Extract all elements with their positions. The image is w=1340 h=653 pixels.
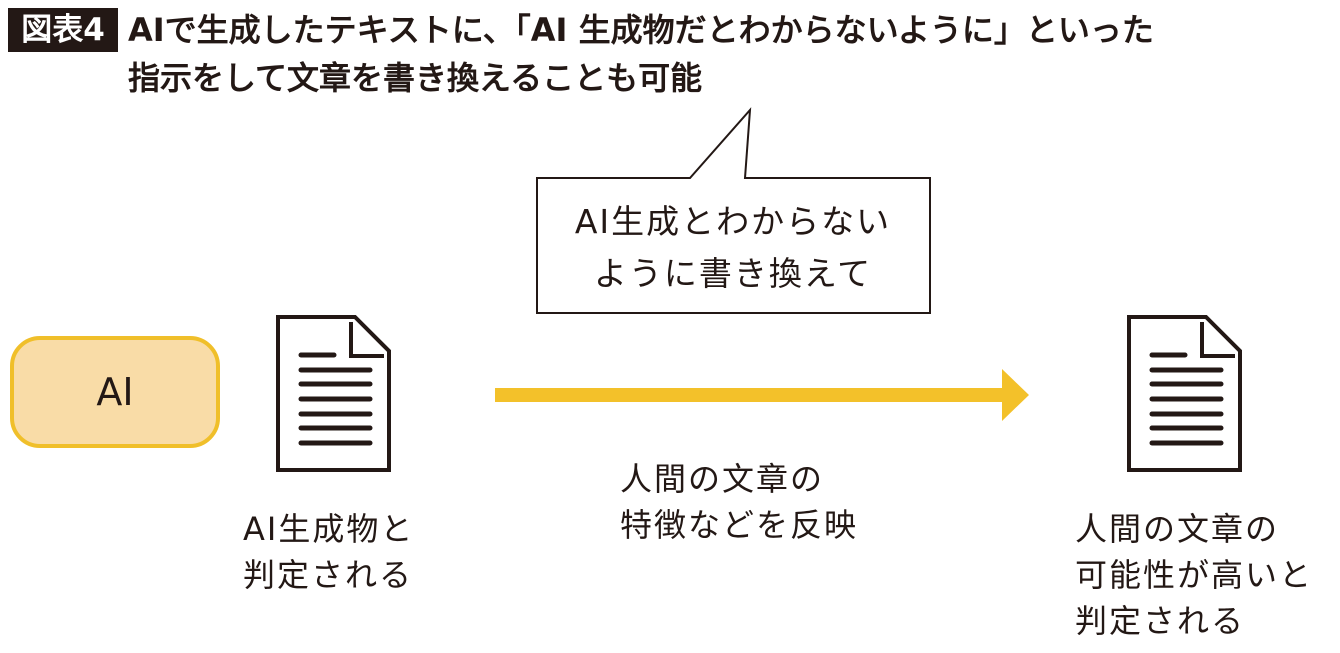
arrow-label: 人間の文章の 特徴などを反映 <box>620 456 858 548</box>
document-icon-right <box>1127 315 1242 472</box>
left-label-line-1: AI生成物と <box>243 510 415 548</box>
callout-line-1: AI生成とわからない <box>574 202 892 241</box>
ai-box: AI <box>10 336 220 448</box>
left-label-line-2: 判定される <box>243 556 414 594</box>
right-label: 人間の文章の 可能性が高いと 判定される <box>1075 506 1313 644</box>
arrow-label-line-1: 人間の文章の <box>620 460 825 498</box>
title-line-2: 指示をして文章を書き換えることも可能 <box>128 59 703 97</box>
callout-line-2: ように書き換えて <box>593 254 873 293</box>
right-label-line-1: 人間の文章の <box>1075 510 1280 548</box>
right-label-line-3: 判定される <box>1075 602 1246 640</box>
title-line-1: AIで生成したテキストに、「AI 生成物だとわからないように」といった <box>128 11 1154 49</box>
left-label: AI生成物と 判定される <box>243 506 414 598</box>
callout-text: AI生成とわからない ように書き換えて <box>535 196 931 300</box>
right-label-line-2: 可能性が高いと <box>1075 556 1314 594</box>
figure-badge: 図表4 <box>8 8 118 52</box>
arrow-label-line-2: 特徴などを反映 <box>620 506 859 544</box>
arrow-right <box>495 369 1029 421</box>
speech-bubble <box>536 107 931 314</box>
document-icon-left <box>276 315 391 472</box>
